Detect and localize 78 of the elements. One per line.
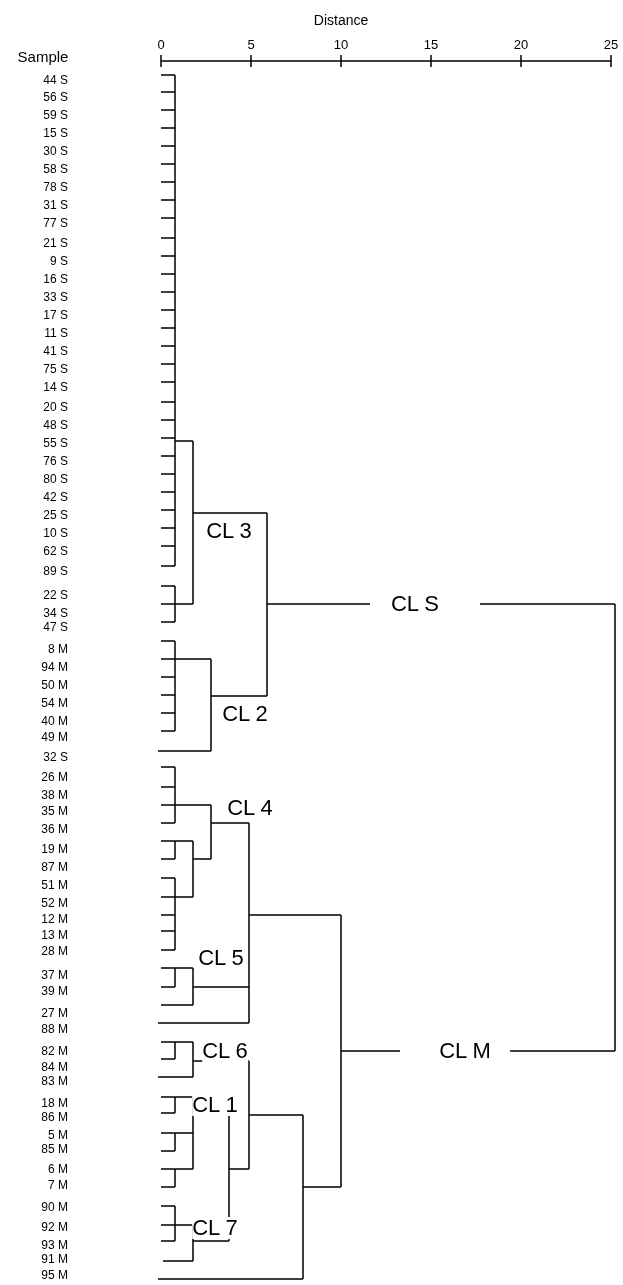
sample-label: 44 S [43,74,68,86]
sample-label: 26 M [41,771,68,783]
sample-label: 33 S [43,291,68,303]
sample-label: 54 M [41,697,68,709]
column-header: Sample [17,48,69,64]
sample-label: 9 S [50,255,68,267]
sample-label: 14 S [43,381,68,393]
sample-label: 17 S [43,309,68,321]
sample-label: 6 M [48,1163,68,1175]
sample-label: 16 S [43,273,68,285]
sample-label: 62 S [43,545,68,557]
sample-label: 93 M [41,1239,68,1251]
sample-label: 95 M [41,1269,68,1281]
sample-label: 85 M [41,1143,68,1155]
sample-label: 58 S [43,163,68,175]
sample-label: 19 M [41,843,68,855]
sample-label: 94 M [41,661,68,673]
sample-label: 11 S [44,327,68,339]
sample-label: 55 S [43,437,68,449]
sample-label: 82 M [41,1045,68,1057]
sample-label: 13 M [41,929,68,941]
sample-label: 32 S [43,751,68,763]
sample-label: 48 S [43,419,68,431]
sample-label: 75 S [43,363,68,375]
sample-label: 18 M [41,1097,68,1109]
sample-label: 56 S [43,91,68,103]
sample-label: 27 M [41,1007,68,1019]
tick-label: 20 [513,37,529,51]
axis-title: Distance [313,13,369,27]
sample-label: 51 M [41,879,68,891]
sample-label: 37 M [41,969,68,981]
sample-label: 8 M [48,643,68,655]
sample-label: 88 M [41,1023,68,1035]
sample-label: 40 M [41,715,68,727]
sample-label: 86 M [41,1111,68,1123]
sample-label: 34 S [43,607,68,619]
sample-label: 80 S [43,473,68,485]
sample-label: 28 M [41,945,68,957]
sample-label: 7 M [48,1179,68,1191]
sample-label: 91 M [41,1253,68,1265]
sample-label: 30 S [43,145,68,157]
tick-label: 0 [157,37,165,51]
cluster-label: CL 6 [202,1040,248,1062]
sample-label: 89 S [43,565,68,577]
sample-label: 12 M [41,913,68,925]
sample-label: 50 M [41,679,68,691]
sample-label: 87 M [41,861,68,873]
sample-label: 35 M [41,805,68,817]
sample-label: 47 S [43,621,68,633]
cluster-label: CL 7 [192,1217,238,1239]
tick-label: 10 [333,37,349,51]
sample-label: 42 S [43,491,68,503]
cluster-label: CL 1 [192,1094,238,1116]
sample-label: 84 M [41,1061,68,1073]
sample-label: 59 S [43,109,68,121]
sample-label: 41 S [43,345,68,357]
sample-label: 92 M [41,1221,68,1233]
sample-label: 5 M [48,1129,68,1141]
tick-label: 25 [603,37,619,51]
sample-label: 90 M [41,1201,68,1213]
sample-label: 38 M [41,789,68,801]
sample-label: 20 S [43,401,68,413]
sample-label: 78 S [43,181,68,193]
sample-label: 76 S [43,455,68,467]
sample-label: 21 S [43,237,68,249]
sample-label: 31 S [43,199,68,211]
sample-label: 77 S [43,217,68,229]
sample-label: 25 S [43,509,68,521]
sample-label: 10 S [43,527,68,539]
tick-label: 5 [247,37,255,51]
sample-label: 15 S [43,127,68,139]
sample-label: 39 M [41,985,68,997]
sample-label: 49 M [41,731,68,743]
sample-label: 83 M [41,1075,68,1087]
tick-label: 15 [423,37,439,51]
sample-label: 36 M [41,823,68,835]
sample-label: 52 M [41,897,68,909]
sample-label: 22 S [43,589,68,601]
